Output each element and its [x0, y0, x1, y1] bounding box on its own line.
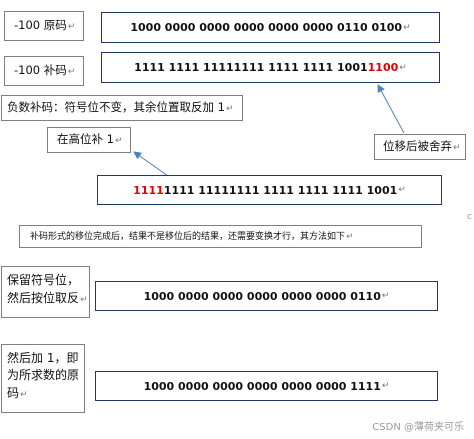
label-negative-complement-rule: 负数补码：符号位不变，其余位置取反加 1↵ — [1, 95, 243, 121]
arrow-discard-to-bits — [377, 84, 405, 134]
code-shifted: 1111 1111 11111111 1111 1111 1111 1001↵ — [97, 175, 442, 205]
note-conversion-text: 补码形式的移位完成后，结果不是移位后的结果，还需要变换才行，其方法如下 — [30, 232, 346, 242]
label-discard-after-shift-text: 位移后被舍弃 — [383, 139, 452, 153]
label-complement: -100 补码↵ — [4, 56, 84, 86]
label-negative-complement-rule-text: 负数补码：符号位不变，其余位置取反加 1 — [7, 100, 225, 114]
code-complement-main: 1111 1111 11111111 1111 1111 1001 — [134, 61, 368, 74]
label-keep-sign-invert: 保留符号位， 然后按位取反↵ — [1, 266, 90, 318]
code-inverted-text: 1000 0000 0000 0000 0000 0000 0110 — [143, 289, 381, 303]
label-original-code: -100 原码↵ — [4, 11, 84, 41]
label-add-one: 然后加 1，即 为所求数的原 码↵ — [1, 344, 85, 413]
paragraph-mark: ↵ — [20, 389, 28, 400]
label-keep-sign-line2: 然后按位取反 — [7, 291, 80, 305]
paragraph-mark: ↵ — [67, 22, 76, 32]
paragraph-mark: ↵ — [381, 291, 390, 301]
paragraph-mark: ↵ — [67, 67, 76, 77]
label-pad-high-bits-text: 在高位补 1 — [57, 132, 114, 146]
label-add-one-line3: 码 — [7, 385, 20, 400]
paragraph-mark: ↵ — [399, 62, 407, 73]
paragraph-mark: ↵ — [80, 295, 88, 305]
label-add-one-line2: 为所求数的原 — [7, 368, 80, 383]
label-discard-after-shift: 位移后被舍弃↵ — [374, 134, 466, 160]
code-final-result-text: 1000 0000 0000 0000 0000 0000 1111 — [143, 379, 381, 393]
code-complement-discarded: 1100 — [367, 61, 399, 74]
paragraph-mark: ↵ — [114, 136, 123, 146]
code-inverted: 1000 0000 0000 0000 0000 0000 0110↵ — [95, 281, 438, 311]
label-complement-text: -100 补码 — [14, 63, 67, 77]
paragraph-mark: ↵ — [453, 143, 461, 153]
note-conversion: 补码形式的移位完成后，结果不是移位后的结果，还需要变换才行，其方法如下↵ — [19, 225, 422, 248]
label-add-one-line1: 然后加 1，即 — [7, 351, 79, 365]
code-complement: 1111 1111 11111111 1111 1111 1001 1100↵ — [101, 52, 440, 83]
code-shifted-padding: 1111 — [133, 183, 164, 197]
code-original: 1000 0000 0000 0000 0000 0000 0110 0100↵ — [101, 12, 440, 43]
paragraph-mark: ↵ — [225, 104, 234, 114]
edge-mark: c — [467, 212, 472, 222]
arrow-padding-to-label — [133, 151, 169, 177]
paragraph-mark: ↵ — [398, 185, 406, 195]
code-final-result: 1000 0000 0000 0000 0000 0000 1111↵ — [95, 371, 438, 401]
label-keep-sign-line1: 保留符号位， — [7, 273, 80, 287]
paragraph-mark: ↵ — [346, 232, 354, 242]
code-shifted-rest: 1111 11111111 1111 1111 1111 1001 — [163, 183, 398, 197]
code-original-text: 1000 0000 0000 0000 0000 0000 0110 0100 — [130, 21, 403, 34]
label-original-code-text: -100 原码 — [14, 18, 67, 32]
watermark: CSDN @薄荷夹可乐 — [372, 422, 464, 433]
label-pad-high-bits: 在高位补 1↵ — [47, 127, 131, 153]
paragraph-mark: ↵ — [381, 381, 390, 391]
paragraph-mark: ↵ — [403, 22, 411, 33]
